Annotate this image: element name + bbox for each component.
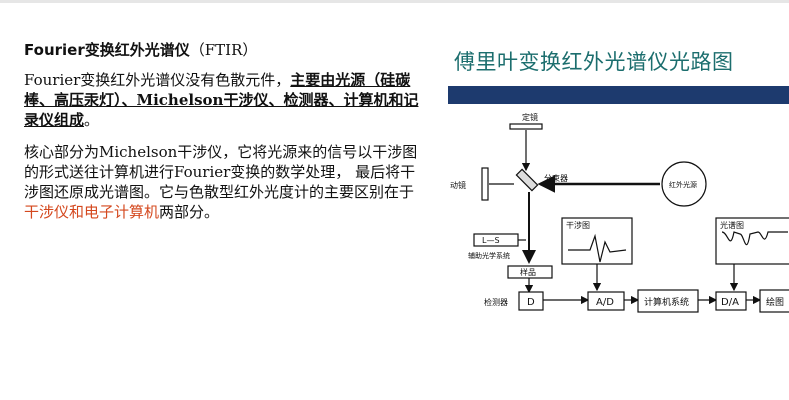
sample-box: [507, 265, 553, 279]
title-main: Fourier变换红外光谱仪: [24, 41, 190, 59]
spectrum-curve: [721, 231, 788, 246]
top-divider: [0, 0, 789, 3]
beam-splitter: [515, 168, 539, 192]
computer-box: [637, 289, 699, 313]
ir-source-lamp: [661, 161, 707, 207]
label-moving-mirror: 动镜: [450, 180, 466, 190]
para2-highlight: 干涉仪和电子计算机: [24, 203, 160, 221]
plotter-box: [759, 289, 789, 313]
title-abbrev: （FTIR）: [189, 41, 258, 59]
para1-lead: Fourier变换红外光谱仪没有色散元件，: [24, 71, 291, 89]
label-d: D: [527, 297, 535, 308]
spectrum-box: [715, 217, 789, 265]
moving-mirror: [481, 167, 489, 201]
label-ir-source: 红外光源: [669, 180, 697, 189]
label-laser: L—S: [482, 236, 500, 245]
label-spectrum: 光谱图: [720, 220, 744, 230]
section-title: Fourier变换红外光谱仪（FTIR）: [24, 40, 424, 60]
interferogram-curve: [568, 233, 627, 263]
label-ad: A/D: [596, 297, 614, 308]
text-panel: Fourier变换红外光谱仪（FTIR） Fourier变换红外光谱仪没有色散元…: [24, 40, 424, 222]
label-beam-splitter: 分束器: [544, 174, 568, 183]
label-plotter: 绘图: [766, 296, 784, 308]
label-fixed-mirror: 定镜: [522, 112, 538, 122]
paragraph-core: 核心部分为Michelson干涉仪，它将光源来的信号以干涉图的形式送往计算机进行…: [24, 142, 424, 222]
para2-text: 核心部分为Michelson干涉仪，它将光源来的信号以干涉图的形式送往计算机进行…: [24, 143, 418, 201]
label-da: D/A: [721, 297, 739, 308]
diagram-panel: 傅里叶变换红外光谱仪光路图: [448, 0, 789, 400]
interferogram-box: [561, 217, 633, 265]
label-computer: 计算机系统: [644, 296, 689, 308]
label-interferogram: 干涉图: [566, 220, 590, 230]
para1-tail: 。: [84, 111, 100, 129]
para1-underlined: 主要由光源（硅碳棒、高压汞灯）、Michelson干涉仪、检测器、计算机和记录仪…: [24, 71, 419, 129]
da-box: [715, 291, 747, 311]
optical-path-diagram: 定镜 动镜 分束器 红外光源 干涉图 光谱图 L—S 辅助光学系统 样品 检测器…: [450, 112, 789, 313]
ad-box: [587, 291, 625, 311]
paragraph-components: Fourier变换红外光谱仪没有色散元件，主要由光源（硅碳棒、高压汞灯）、Mic…: [24, 70, 424, 130]
detector-box: [518, 291, 544, 311]
accent-band: [448, 86, 789, 104]
para2-tail: 两部分。: [159, 203, 220, 221]
label-sample: 样品: [520, 267, 536, 277]
diagram-title: 傅里叶变换红外光谱仪光路图: [454, 50, 734, 74]
label-aux-optics: 辅助光学系统: [468, 251, 510, 260]
label-detector: 检测器: [484, 297, 508, 307]
fixed-mirror: [509, 123, 543, 130]
